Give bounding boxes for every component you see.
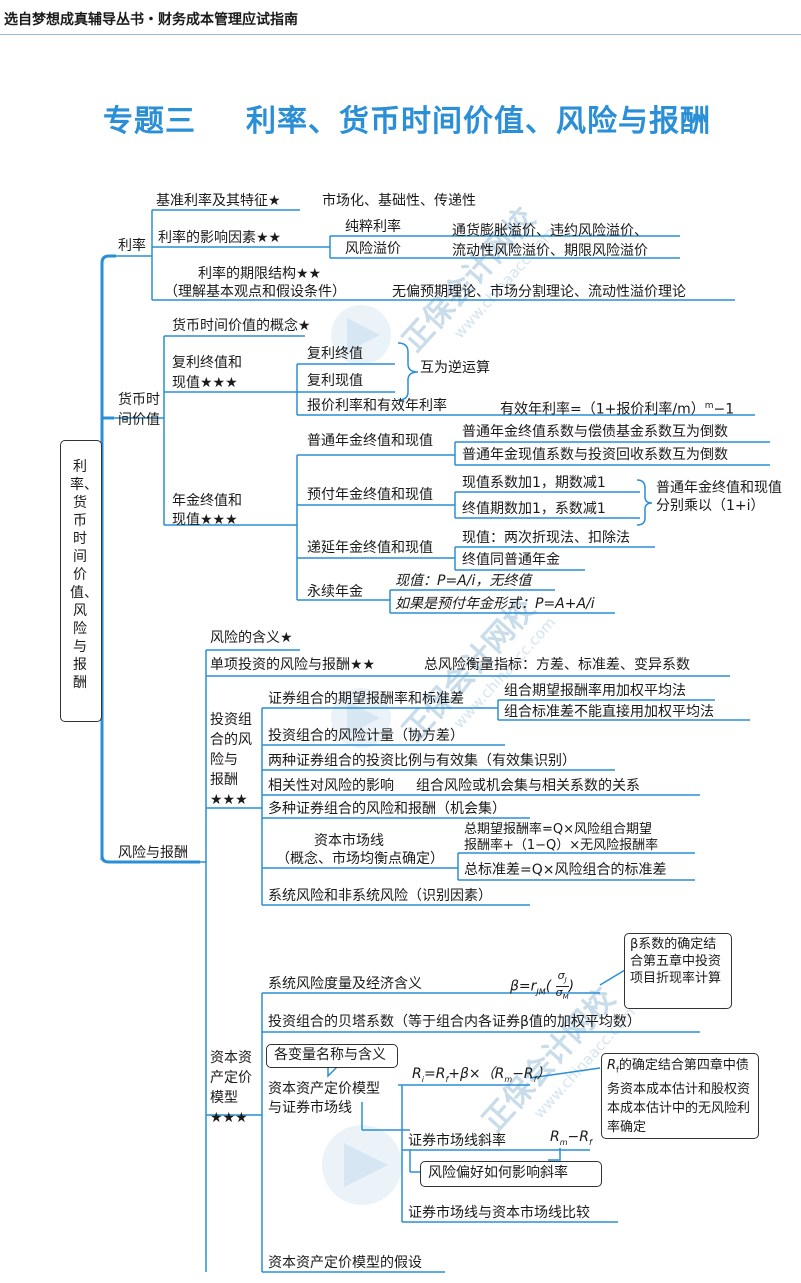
perpetuity-note: 现值：P=A/i，无终值	[395, 573, 532, 589]
node-tvm[interactable]: 货币时	[118, 392, 160, 408]
cml-total-sd: 总标准差=Q×风险组合的标准差	[464, 862, 667, 878]
node-compound[interactable]: 复利终值和	[172, 355, 242, 371]
node-risk-meaning[interactable]: 风险的含义★	[210, 630, 293, 646]
cml-expected-return: 总期望报酬率=Q×风险组合期望	[464, 822, 653, 837]
ear-formula: 有效年利率=（1+报价利率/m）m−1	[500, 401, 735, 418]
node-base-rate[interactable]: 基准利率及其特征★	[156, 193, 281, 209]
single-risk-measures: 总风险衡量指标：方差、标准差、变异系数	[424, 657, 690, 673]
node-rate-factors[interactable]: 利率的影响因素★★	[158, 230, 282, 246]
node-correlation[interactable]: 相关性对风险的影响	[268, 778, 394, 794]
rf-note-box	[601, 1053, 759, 1139]
ordinary-note: 普通年金现值系数与投资回收系数互为倒数	[462, 447, 728, 463]
inverse-note: 互为逆运算	[420, 360, 490, 376]
capm-formula: Ri=Rf+β×（Rm−Rf）	[412, 1066, 551, 1084]
node-efficient-set[interactable]: 两种证券组合的投资比例与有效集（有效集识别）	[268, 753, 576, 769]
beta-note: β系数的确定结合第五章中投资项目折现率计算	[630, 937, 722, 986]
node-portfolio[interactable]: 报酬	[210, 772, 238, 788]
premium-list: 通货膨胀溢价、违约风险溢价、	[452, 223, 648, 239]
node-deferred-annuity[interactable]: 递延年金终值和现值	[307, 540, 433, 556]
node-capm[interactable]: 模型	[210, 1090, 238, 1106]
node-term-structure[interactable]: 利率的期限结构★★	[198, 266, 322, 282]
root-node[interactable]	[60, 440, 102, 722]
node-compound-pv[interactable]: 复利现值	[307, 373, 363, 389]
node-capm[interactable]: 资本资	[210, 1050, 252, 1066]
base-rate-features: 市场化、基础性、传递性	[322, 193, 476, 209]
node-multi-portfolio[interactable]: 多种证券组合的风险和报酬（机会集）	[268, 801, 506, 817]
risk-preference-box[interactable]	[420, 1161, 602, 1187]
header-rule	[0, 34, 801, 35]
node-systematic-risk[interactable]: 系统风险和非系统风险（识别因素）	[268, 888, 492, 904]
portfolio-sd-note: 组合标准差不能直接用加权平均法	[504, 704, 714, 720]
beta-formula: β=rJM( σJ σM )	[510, 969, 575, 1002]
portfolio-return-note: 组合期望报酬率用加权平均法	[504, 683, 686, 699]
topic-number: 专题三	[103, 104, 196, 139]
cml-expected-return: 报酬率+（1−Q）×无风险报酬率	[464, 838, 659, 853]
node-single-investment[interactable]: 单项投资的风险与报酬★★	[210, 657, 376, 673]
rf-note: Rf的确定结合第四章中债务资本成本估计和股权资本成本估计中的无风险利率确定	[607, 1058, 751, 1135]
slope-formula: Rm−Rf	[550, 1129, 592, 1147]
node-tvm[interactable]: 间价值	[118, 412, 160, 428]
node-ordinary-annuity[interactable]: 普通年金终值和现值	[307, 433, 433, 449]
ordinary-note: 普通年金终值系数与偿债基金系数互为倒数	[462, 424, 728, 440]
node-annuity[interactable]: 年金终值和	[172, 493, 242, 509]
series-header: 选自梦想成真辅导丛书・财务成本管理应试指南	[4, 12, 298, 28]
node-tvm-concept[interactable]: 货币时间价值的概念★	[172, 318, 311, 334]
risk-preference-label: 风险偏好如何影响斜率	[428, 1165, 568, 1181]
variables-label: 各变量名称与含义	[274, 1047, 386, 1063]
deferred-note: 终值同普通年金	[462, 552, 560, 568]
node-portfolio[interactable]: ★★★	[210, 792, 248, 808]
node-systematic-measure[interactable]: 系统风险度量及经济含义	[268, 976, 422, 992]
node-portfolio-beta[interactable]: 投资组合的贝塔系数（等于组合内各证券β值的加权平均数）	[268, 1014, 641, 1030]
node-capm-sml[interactable]: 与证券市场线	[268, 1100, 352, 1116]
node-portfolio[interactable]: 投资组	[210, 712, 252, 728]
perpetuity-note: 如果是预付年金形式：P=A+A/i	[395, 596, 595, 612]
beta-note-box	[624, 933, 732, 1009]
node-perpetuity[interactable]: 永续年金	[307, 584, 363, 600]
node-compound[interactable]: 现值★★★	[172, 375, 238, 391]
variables-box[interactable]	[266, 1044, 398, 1068]
node-risk-premium[interactable]: 风险溢价	[345, 241, 401, 257]
node-cml[interactable]: （概念、市场均衡点确定）	[276, 851, 444, 867]
node-rate[interactable]: 利率	[118, 238, 146, 254]
watermark-logo	[322, 1125, 402, 1205]
node-portfolio-risk[interactable]: 投资组合的风险计量（协方差）	[268, 728, 464, 744]
annuity-due-multiplier: 分别乘以（1+i）	[656, 498, 765, 514]
node-capm-sml[interactable]: 资本资产定价模型	[268, 1081, 380, 1097]
term-theories: 无偏预期理论、市场分割理论、流动性溢价理论	[392, 284, 686, 300]
term-structure-note: （理解基本观点和假设条件）	[164, 284, 346, 300]
page-title: 利率、货币时间价值、风险与报酬	[246, 104, 711, 139]
node-capm[interactable]: 产定价	[210, 1070, 252, 1086]
node-compound-fv[interactable]: 复利终值	[307, 346, 363, 362]
node-annuity-due[interactable]: 预付年金终值和现值	[307, 487, 433, 503]
node-portfolio[interactable]: 合的风	[210, 732, 252, 748]
node-portfolio-return-sd[interactable]: 证券组合的期望报酬率和标准差	[268, 691, 464, 707]
node-sml-cml-compare[interactable]: 证券市场线与资本市场线比较	[408, 1205, 590, 1221]
node-risk-return[interactable]: 风险与报酬	[118, 845, 188, 861]
annuity-due-note: 终值期数加1，系数减1	[462, 501, 606, 517]
watermark-logo	[331, 305, 391, 365]
node-pure-rate[interactable]: 纯粹利率	[345, 219, 401, 235]
watermark-logo	[331, 688, 391, 748]
annuity-due-note: 现值系数加1，期数减1	[462, 475, 606, 491]
correlation-note: 组合风险或机会集与相关系数的关系	[416, 778, 640, 794]
node-quoted-rate[interactable]: 报价利率和有效年利率	[307, 398, 447, 414]
node-capm[interactable]: ★★★	[210, 1110, 248, 1126]
node-annuity[interactable]: 现值★★★	[172, 512, 238, 528]
annuity-due-multiplier: 普通年金终值和现值	[656, 480, 782, 496]
root-label: 利率、货币时间价值、风险与报酬	[70, 459, 98, 691]
node-sml-slope[interactable]: 证券市场线斜率	[408, 1133, 506, 1149]
node-capm-assumptions[interactable]: 资本资产定价模型的假设	[268, 1255, 422, 1271]
premium-list: 流动性风险溢价、期限风险溢价	[452, 243, 648, 259]
node-cml[interactable]: 资本市场线	[314, 833, 384, 849]
node-portfolio[interactable]: 险与	[210, 752, 238, 768]
deferred-note: 现值：两次折现法、扣除法	[462, 530, 630, 546]
